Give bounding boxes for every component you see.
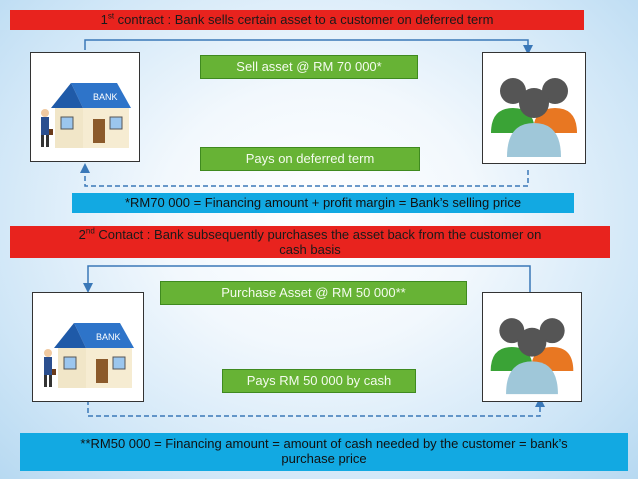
contract1-note: *RM70 000 = Financing amount + profit ma… — [72, 193, 574, 213]
contract1-ordinal: 1 — [100, 12, 108, 27]
bank-card-2: BANK — [32, 292, 144, 402]
contract2-ordinal: 2 — [78, 227, 86, 242]
contract2-ordinal-suffix: nd — [85, 226, 95, 236]
customer-card-1 — [482, 52, 586, 164]
contract2-banner: 2nd Contact : Bank subsequently purchase… — [10, 226, 610, 258]
bank-sign: BANK — [96, 332, 121, 342]
sell-asset-label: Sell asset @ RM 70 000* — [200, 55, 418, 79]
purchase-asset-label: Purchase Asset @ RM 50 000** — [160, 281, 467, 305]
deferred-term-label: Pays on deferred term — [200, 147, 420, 171]
purchase-asset-arrow — [83, 265, 531, 293]
contract1-banner: 1st contract : Bank sells certain asset … — [10, 10, 584, 30]
contract2-note-line2: purchase price — [281, 451, 367, 466]
contract2-title-line1: Contact : Bank subsequently purchases th… — [94, 227, 542, 242]
bank-house-icon: BANK — [41, 83, 131, 148]
contract2-note: **RM50 000 = Financing amount = amount o… — [20, 433, 628, 471]
contract1-ordinal-suffix: st — [107, 11, 115, 21]
contract2-title-line2: cash basis — [279, 242, 341, 257]
contract1-title: contract : Bank sells certain asset to a… — [114, 12, 494, 27]
bank-sign: BANK — [93, 92, 118, 102]
deferred-payment-arrow — [80, 163, 529, 187]
contract2-note-line1: **RM50 000 = Financing amount = amount o… — [80, 436, 568, 451]
bank-card-1: BANK — [30, 52, 140, 162]
cash-payment-arrow — [87, 397, 545, 417]
customer-group-icon — [491, 78, 577, 157]
bank-house-icon: BANK — [44, 323, 134, 388]
customer-group-icon — [490, 318, 574, 395]
customer-card-2 — [482, 292, 582, 402]
cash-payment-label: Pays RM 50 000 by cash — [222, 369, 416, 393]
sell-asset-arrow — [84, 39, 533, 55]
